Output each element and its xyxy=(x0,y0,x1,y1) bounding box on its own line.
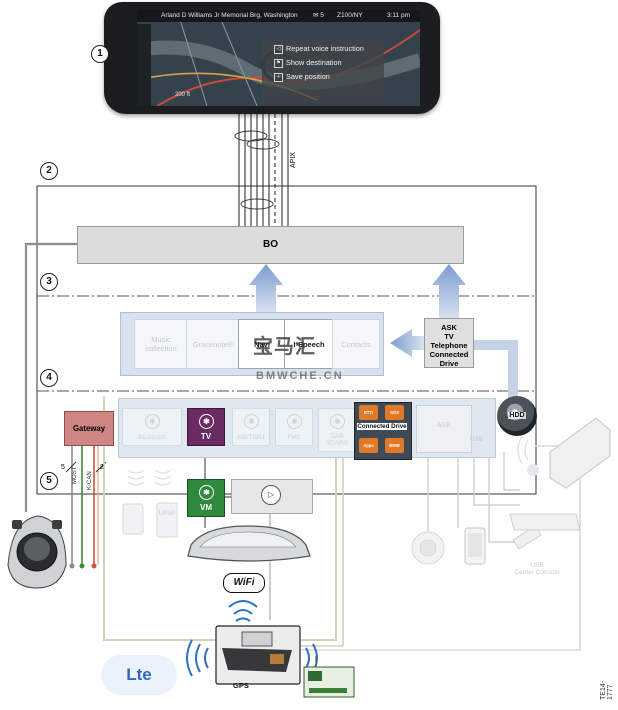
module-vm: ✱ VM xyxy=(187,479,225,517)
context-menu: ◁ Repeat voice instruction ⚑ Show destin… xyxy=(262,40,384,103)
app-music-collection: Music collection xyxy=(134,319,188,369)
apix-label: APIX xyxy=(290,152,297,168)
ask-line-connected: Connected xyxy=(429,350,469,359)
status-station: Z100/NY xyxy=(337,12,363,19)
speaker-icon: ◁ xyxy=(274,45,283,54)
save-icon: + xyxy=(274,73,283,82)
tile-bmw: BMW xyxy=(385,438,404,453)
ask-line-drive: Drive xyxy=(439,359,459,368)
tile-rtti: RTTI xyxy=(359,405,378,420)
callout-1: 1 xyxy=(91,45,109,63)
arrow-hdd-to-ask xyxy=(474,340,518,398)
menu-item-save-position[interactable]: Save position xyxy=(286,72,330,81)
ask-module: ASK xyxy=(416,405,472,453)
connected-drive-label: Connected Drive xyxy=(357,423,407,430)
callout-2: 2 xyxy=(40,162,58,180)
tile-sos: SOS xyxy=(385,405,404,420)
watermark-logo: 宝马汇 xyxy=(253,336,316,358)
module-tv: ✱ TV xyxy=(187,408,225,446)
usb-label: USB xyxy=(470,437,483,443)
upnp-label: UPnP xyxy=(158,510,176,517)
ask-block: ASK TV Telephone Connected Drive xyxy=(424,318,474,368)
callout-5: 5 xyxy=(40,472,58,490)
menu-item-repeat[interactable]: Repeat voice instruction xyxy=(286,44,364,53)
wifi-logo: WiFi xyxy=(223,573,265,593)
watermark-site: BMWCHE.CN xyxy=(256,370,344,382)
status-location: Arland D Williams Jr Memorial Brg, Washi… xyxy=(161,12,298,19)
ask-line-ask: ASK xyxy=(441,323,457,332)
bus-count-2: 2 xyxy=(100,464,104,471)
ask-line-tv: TV xyxy=(444,332,454,341)
bus-kcan-label: K-CAN xyxy=(87,471,93,490)
tile-apps: Apps xyxy=(359,438,378,453)
callout-3: 3 xyxy=(40,273,58,291)
antenna-icon: ✱ xyxy=(145,414,160,429)
status-time: 3:11 pm xyxy=(387,12,411,19)
antenna-icon: ✱ xyxy=(287,414,302,429)
status-bar: Arland D Williams Jr Memorial Brg, Washi… xyxy=(137,10,420,22)
document-id: TE14-1777 xyxy=(600,680,614,700)
module-dab-sdars: ✱ DAB SDARS xyxy=(318,408,356,452)
module-fm2: ✱ FM2 xyxy=(275,408,313,446)
antenna-icon: ✱ xyxy=(330,414,345,429)
app-gracenote: Gracenote® xyxy=(186,319,240,369)
hdd-disk-icon: HDD xyxy=(497,396,537,436)
antenna-icon: ✱ xyxy=(244,414,259,429)
usb-center-console-label: USB Center Console xyxy=(514,562,560,576)
arrow-ask-to-apps xyxy=(390,329,424,357)
antenna-icon: ✱ xyxy=(199,414,214,429)
app-navi: Navi xyxy=(238,319,286,369)
map-scale: 200 ft xyxy=(175,92,191,98)
callout-4: 4 xyxy=(40,369,58,387)
arrow-apps-to-bo xyxy=(249,264,283,312)
status-messages: ✉ 5 xyxy=(313,12,324,19)
ask-line-telephone: Telephone xyxy=(430,341,468,350)
arrow-ask-to-bo xyxy=(432,264,466,318)
antenna-icon: ✱ xyxy=(199,485,214,500)
module-am-tsr1: ✱ AM/TSR1 xyxy=(232,408,270,446)
bo-block: BO xyxy=(77,226,464,264)
play-icon: ▷ xyxy=(261,485,281,505)
menu-item-show-destination[interactable]: Show destination xyxy=(286,58,342,67)
bus-count-5: 5 xyxy=(61,464,65,471)
gps-label: GPS xyxy=(233,681,249,690)
bus-most-label: MOST xyxy=(72,466,78,484)
app-contacts: Contacts xyxy=(332,319,380,369)
app-i-speech: I-Speech xyxy=(284,319,334,369)
lte-logo: Lte xyxy=(101,655,177,695)
gateway-block: Gateway xyxy=(64,411,114,446)
flag-icon: ⚑ xyxy=(274,59,283,68)
module-bluetooth: ✱ Bluetooth xyxy=(122,408,182,446)
